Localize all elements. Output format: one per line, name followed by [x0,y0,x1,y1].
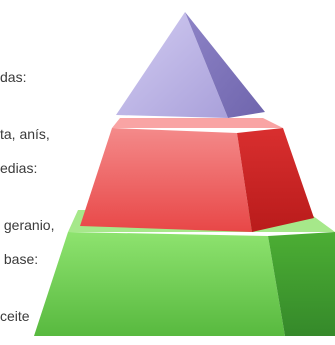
top-left-face [116,12,228,118]
pyramid-top-layer [116,12,265,118]
base-layer-label-line-2: ceite [0,308,30,324]
layered-pyramid [34,12,335,336]
base-layer-label: base: ceite [0,212,38,345]
middle-right-face [237,128,314,232]
base-layer-label-line-1: base: [0,251,39,267]
middle-layer-label-line-2: geranio, [0,217,55,233]
middle-layer-label-line-1: edias: [0,160,38,176]
middle-front-face [80,128,252,232]
pyramid-middle-layer [80,118,314,232]
top-right-face [185,12,265,118]
middle-layer-label: edias: geranio, [0,121,54,254]
top-layer-label: das: ta, anís, [0,30,50,163]
middle-top-face [112,118,283,128]
top-layer-label-line-1: das: [0,69,27,85]
base-right-face [268,232,335,336]
top-layer-label-line-2: ta, anís, [0,126,50,142]
base-front-face [34,232,285,336]
